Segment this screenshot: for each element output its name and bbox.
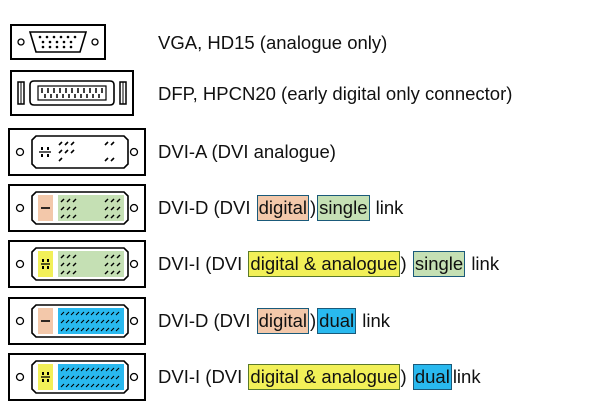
link-highlight-dual: dual <box>412 364 452 390</box>
label-close-paren: ) <box>400 253 407 274</box>
link-highlight-single: single <box>317 195 370 221</box>
connector-label-vga: VGA, HD15 (analogue only) <box>158 32 388 53</box>
dvi-a-connector-icon <box>8 128 146 176</box>
label-suffix: link <box>452 366 481 387</box>
label-close-paren: ) <box>400 366 407 387</box>
label-close-paren: ) <box>309 310 317 331</box>
link-highlight-dual: dual <box>317 308 357 334</box>
label-suffix: link <box>362 310 391 331</box>
label-prefix: DVI-D (DVI <box>158 310 256 331</box>
label-close-paren: ) <box>309 197 317 218</box>
mode-highlight-digital: digital <box>256 308 309 334</box>
link-highlight-single: single <box>412 251 466 277</box>
label-prefix: DVI-I (DVI <box>158 366 248 387</box>
dvi-i-single-connector-icon <box>8 240 146 288</box>
mode-highlight-digital-analogue: digital & analogue <box>248 251 400 277</box>
connector-label-dvi-a: DVI-A (DVI analogue) <box>158 141 336 162</box>
label-prefix: DVI-I (DVI <box>158 253 248 274</box>
dvi-d-dual-connector-icon <box>8 297 146 345</box>
connector-label-dvi-d-dual: DVI-D (DVI digital)dual link <box>158 308 390 334</box>
connector-label-dfp: DFP, HPCN20 (early digital only connecto… <box>158 83 513 104</box>
dvi-i-dual-connector-icon <box>8 353 146 401</box>
dfp-connector-icon <box>10 70 134 116</box>
dvi-d-single-connector-icon <box>8 184 146 232</box>
vga-connector-icon <box>10 24 106 60</box>
mode-highlight-digital-analogue: digital & analogue <box>248 364 400 390</box>
connector-label-dvi-d-single: DVI-D (DVI digital)single link <box>158 195 403 221</box>
label-suffix: link <box>471 253 500 274</box>
connector-label-dvi-i-single: DVI-I (DVI digital & analogue) single li… <box>158 251 499 277</box>
label-suffix: link <box>375 197 404 218</box>
label-prefix: DVI-D (DVI <box>158 197 256 218</box>
mode-highlight-digital: digital <box>256 195 309 221</box>
